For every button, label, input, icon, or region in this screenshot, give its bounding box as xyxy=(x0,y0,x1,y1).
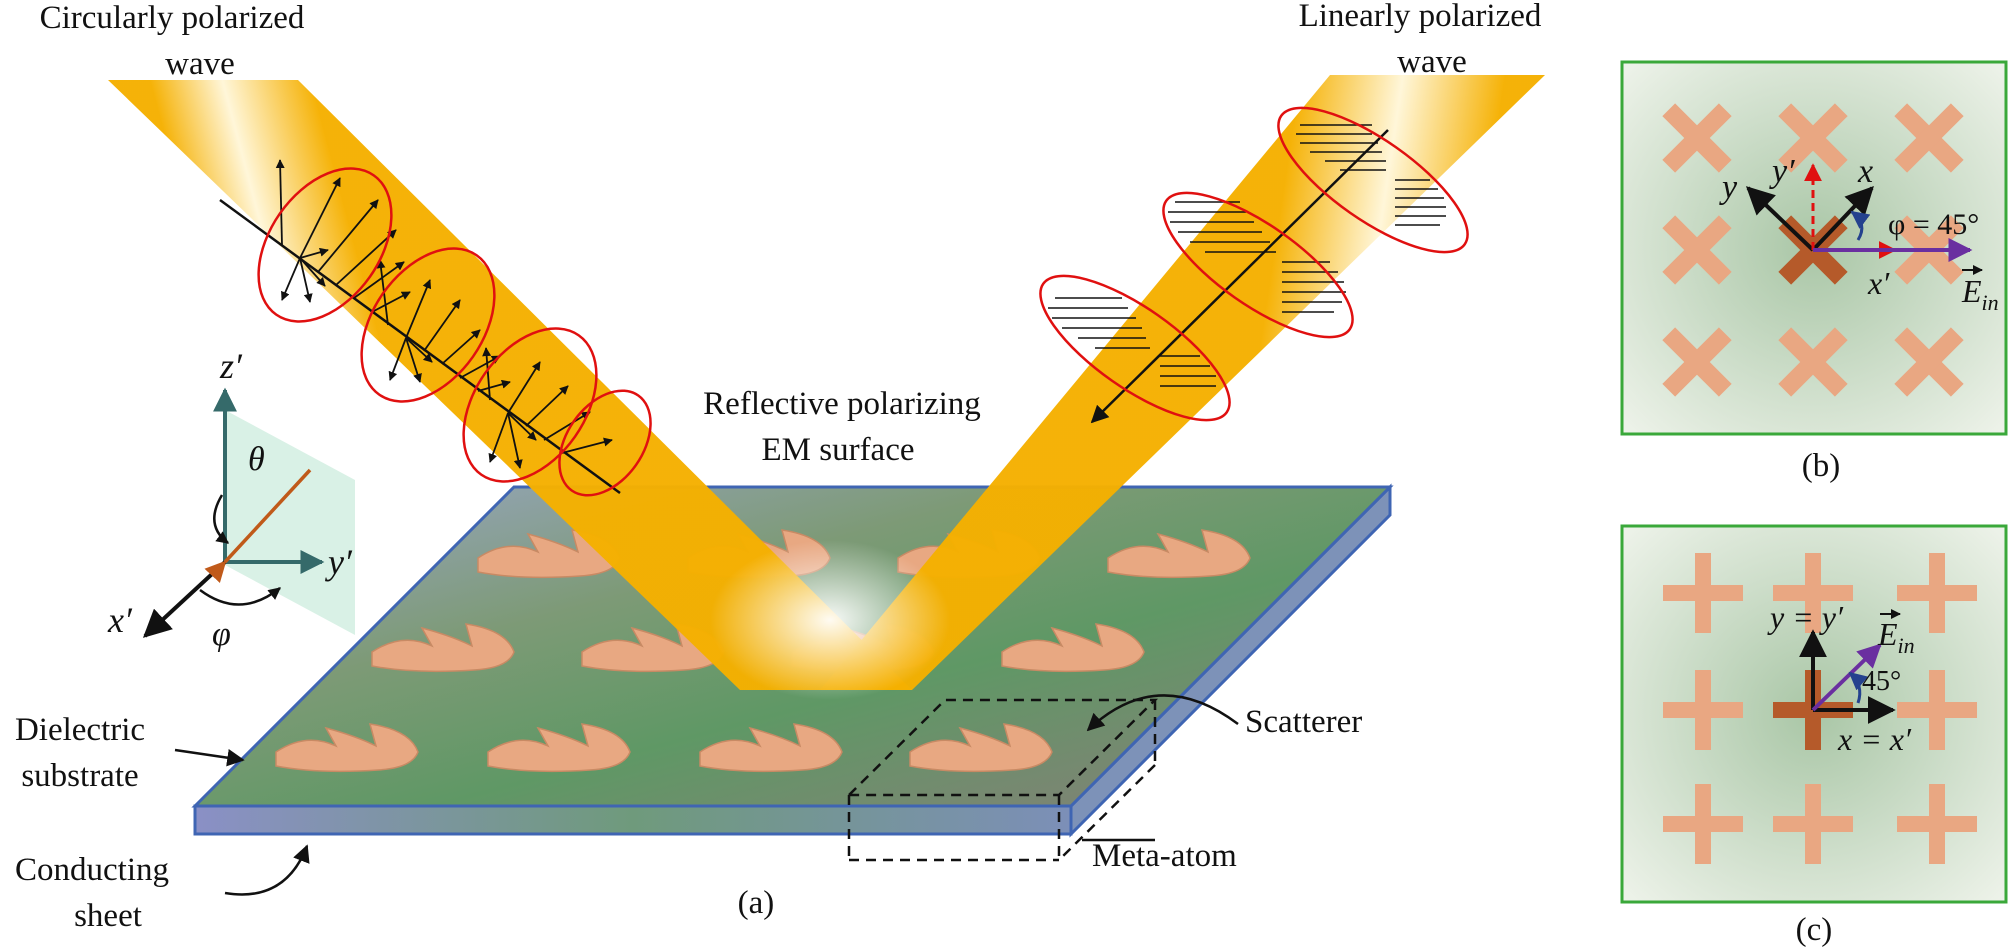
dielectric-label: Dielectric xyxy=(15,712,145,748)
panel-b-angle-label: φ = 45° xyxy=(1888,208,1979,241)
panel-b-axes xyxy=(1745,163,1973,262)
panel-c-axes xyxy=(1799,629,1896,724)
plus-array xyxy=(1663,553,1977,864)
panel-b-y-label: y xyxy=(1719,169,1738,206)
circular-wave-label: Circularly polarized xyxy=(40,0,305,36)
y-prime-label: y′ xyxy=(325,542,353,582)
z-prime-label: z′ xyxy=(219,346,243,386)
panel-b: y y′ x x′ φ = 45° Ein (b) xyxy=(1620,60,2008,484)
linear-wave-label: Linearly polarized xyxy=(1299,0,1542,34)
meta-atom-label: Meta-atom xyxy=(1092,838,1237,874)
meta-atom-outline xyxy=(845,698,1159,862)
linear-polarization xyxy=(1039,106,1469,424)
panel-b-x-label: x xyxy=(1857,153,1873,190)
phi-label: φ xyxy=(212,616,231,653)
surface-label: Reflective polarizing xyxy=(703,386,981,422)
scatterer xyxy=(275,723,419,773)
surface-label-2: EM surface xyxy=(761,432,914,468)
panel-c-y-label: y = y′ xyxy=(1767,599,1844,635)
scatterer-label: Scatterer xyxy=(1245,704,1362,740)
panel-c-e-field-label: Ein xyxy=(1877,616,1915,658)
x-prime-label: x′ xyxy=(107,600,133,640)
scatterer xyxy=(699,723,843,773)
scatterer xyxy=(1001,623,1145,673)
coordinate-system: z′ y′ x′ θ φ xyxy=(107,346,355,653)
conducting-label-2: sheet xyxy=(74,898,142,934)
scatterer xyxy=(909,723,1053,773)
caption-c: (c) xyxy=(1796,912,1833,948)
caption-a: (a) xyxy=(738,885,775,921)
circular-polarization xyxy=(219,159,652,497)
panel-b-x-prime-label: x′ xyxy=(1867,265,1890,301)
reflected-beam xyxy=(820,75,1545,690)
linear-wave-label-2: wave xyxy=(1397,44,1467,80)
caption-b: (b) xyxy=(1802,448,1840,484)
dielectric-label-2: substrate xyxy=(21,758,138,794)
panel-c: y = y′ Ein 45° x = x′ (c) xyxy=(1620,524,2008,948)
panel-c-x-label: x = x′ xyxy=(1837,721,1912,757)
reflection-glow xyxy=(710,540,950,700)
conducting-label: Conducting xyxy=(15,852,169,888)
panel-b-y-prime-label: y′ xyxy=(1769,153,1795,190)
annotation-arrows xyxy=(174,694,1239,896)
theta-label: θ xyxy=(248,441,265,478)
scatterer xyxy=(371,623,515,673)
scatterer xyxy=(487,723,631,773)
circular-wave-label-2: wave xyxy=(165,46,235,82)
panel-c-angle-label: 45° xyxy=(1862,666,1901,697)
scatterer xyxy=(1107,529,1251,579)
panel-a: z′ y′ x′ θ φ Circularly polarized wave L… xyxy=(15,0,1545,934)
panel-b-e-field-label: Ein xyxy=(1961,273,1999,315)
